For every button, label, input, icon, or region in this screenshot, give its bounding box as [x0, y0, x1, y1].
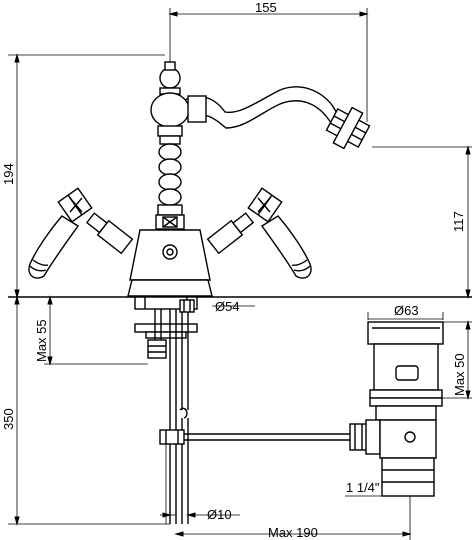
dim-155-label: 155: [255, 0, 277, 15]
dim-max-190-label: Max 190: [268, 525, 318, 540]
right-handle: [206, 187, 312, 279]
dim-d63: Ø63: [367, 303, 444, 320]
dim-117: 117: [372, 145, 472, 299]
dim-d10: Ø10: [160, 507, 240, 522]
dim-d10-label: Ø10: [207, 507, 232, 522]
dim-155: 155: [168, 0, 369, 122]
under-deck-assembly: [134, 296, 350, 524]
dim-max-55: Max 55: [34, 295, 148, 366]
left-handle: [28, 187, 134, 279]
dim-d63-label: Ø63: [394, 303, 419, 318]
dim-thread: 1 1/4": [345, 480, 382, 497]
dim-d54-label: Ø54: [215, 299, 240, 314]
dim-max-50-label: Max 50: [452, 353, 467, 396]
dim-max-50: Max 50: [442, 320, 472, 400]
dim-194-label: 194: [1, 163, 16, 185]
dim-117-label: 117: [451, 211, 466, 232]
dim-194: 194: [1, 53, 165, 299]
dim-max-190: Max 190: [174, 496, 412, 540]
dim-thread-label: 1 1/4": [346, 480, 380, 495]
dim-d54: Ø54: [212, 299, 255, 314]
waste-assembly: [349, 321, 444, 497]
dim-350: 350: [1, 295, 170, 526]
faucet-body: [127, 61, 371, 297]
dim-350-label: 350: [1, 408, 16, 430]
dim-max-55-label: Max 55: [34, 319, 49, 362]
